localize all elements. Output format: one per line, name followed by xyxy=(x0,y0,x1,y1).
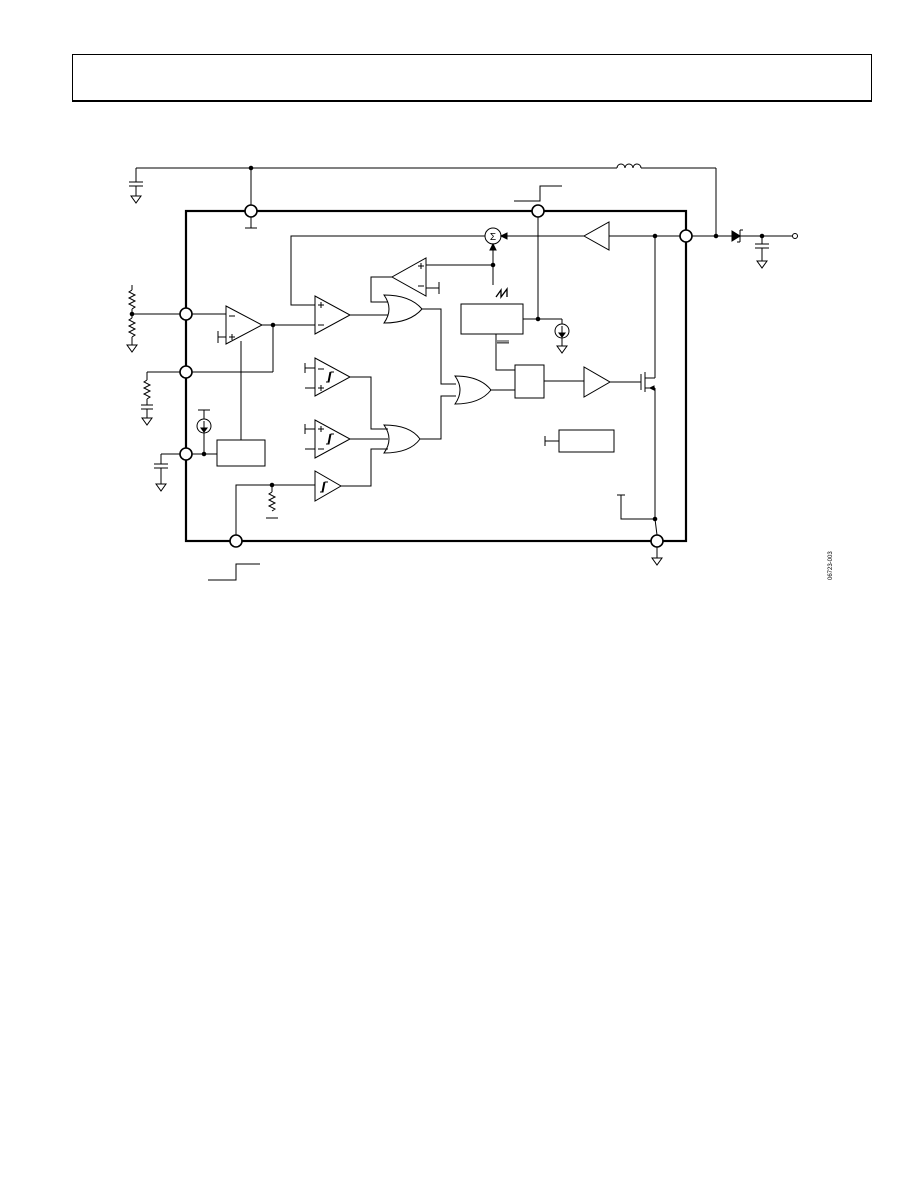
or-gate-3 xyxy=(383,424,421,454)
pin-sw xyxy=(679,229,693,243)
power-mosfet xyxy=(617,372,658,536)
or-gate-2 xyxy=(454,375,492,405)
figure-id: 06723-003 xyxy=(828,551,834,580)
compensation-network xyxy=(141,371,180,426)
oscillator xyxy=(460,287,570,371)
summing-junction: Σ xyxy=(484,227,584,285)
uvlo-comparator xyxy=(304,357,388,430)
thermal-comparator xyxy=(304,419,388,459)
pins xyxy=(179,204,693,548)
input-rail xyxy=(129,165,617,205)
chip-outline xyxy=(184,209,688,543)
pwm-comparator xyxy=(290,235,485,335)
page-header-box xyxy=(72,54,872,102)
reference-block xyxy=(558,429,615,453)
step-signal-bottom xyxy=(208,563,260,581)
pin-comp xyxy=(179,365,193,379)
pwm-latch xyxy=(514,364,545,399)
softstart-current-source xyxy=(196,409,212,454)
gate-driver xyxy=(544,366,641,398)
current-sense-amplifier xyxy=(582,221,680,378)
output-stage-external xyxy=(692,229,798,269)
pin-en xyxy=(229,534,243,548)
pin-vin xyxy=(244,204,258,218)
pin-ss xyxy=(179,447,193,461)
enable-comparator xyxy=(235,448,388,535)
pin-gnd xyxy=(650,534,664,548)
feedback-divider xyxy=(126,285,180,353)
softstart-block xyxy=(216,439,266,467)
sum-symbol: Σ xyxy=(490,232,496,243)
pin-fb xyxy=(179,307,193,321)
step-signal-top xyxy=(514,185,562,202)
or-gate-1 xyxy=(383,294,423,324)
inductor xyxy=(616,163,717,236)
overcurrent-comparator xyxy=(370,257,493,303)
softstart-capacitor xyxy=(154,453,180,492)
pin-sw-enable xyxy=(531,204,545,218)
error-amplifier xyxy=(192,305,315,440)
